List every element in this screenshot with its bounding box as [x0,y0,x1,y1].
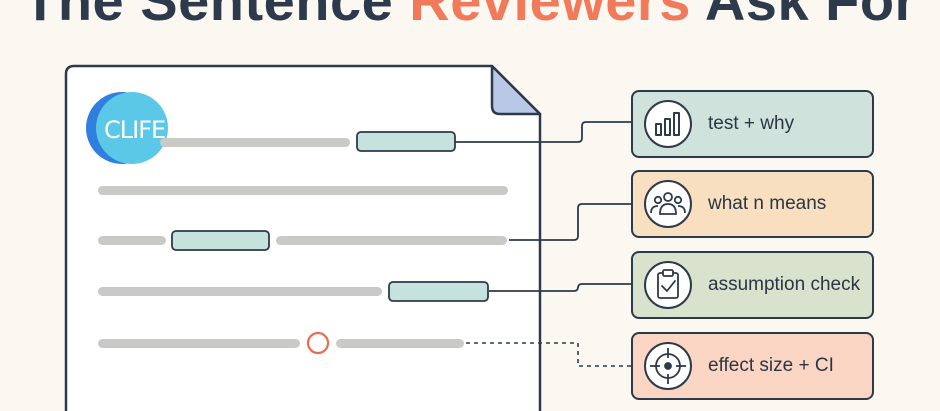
connector-line [489,283,632,292]
callout-label-effect-size: effect size + CI [708,355,834,376]
text-line [336,339,464,348]
callout-test-why [631,90,874,158]
connector-line [509,203,632,241]
bar-chart-icon [655,112,680,136]
clipboard-check-icon [657,269,679,299]
icon-badge [644,261,692,309]
callout-box [631,90,874,158]
logo-text: CLIFE [104,116,166,144]
title-accent: Reviewers [409,0,691,32]
people-group-icon [650,192,686,215]
callout-box [631,332,874,400]
text-line [160,138,350,147]
target-crosshair-icon [650,348,686,384]
text-line [276,236,507,245]
text-line [98,287,382,296]
callout-box [631,170,874,238]
callout-box [631,251,874,319]
highlight-test-why [356,131,456,152]
callout-label-n-means: what n means [708,193,827,214]
text-line [98,236,166,245]
missing-marker [306,331,330,355]
title-suffix: Ask For [690,0,917,32]
connector-line-dashed [466,342,632,367]
callout-label-assumption-check: assumption check [708,274,861,295]
connector-line [455,121,632,143]
icon-badge [644,100,692,148]
title-prefix: The Sentence [23,0,410,32]
page-title: The Sentence Reviewers Ask For [0,0,940,33]
highlight-assumption [388,281,489,302]
callout-n-means [631,170,874,238]
callout-assumption-check [631,251,874,319]
text-line [98,339,300,348]
highlight-n-means [171,230,270,251]
document-fold [490,64,542,116]
callout-effect-size [631,332,874,400]
text-line [98,186,508,195]
callout-label-test-why: test + why [708,113,795,134]
logo-circle [96,92,168,164]
